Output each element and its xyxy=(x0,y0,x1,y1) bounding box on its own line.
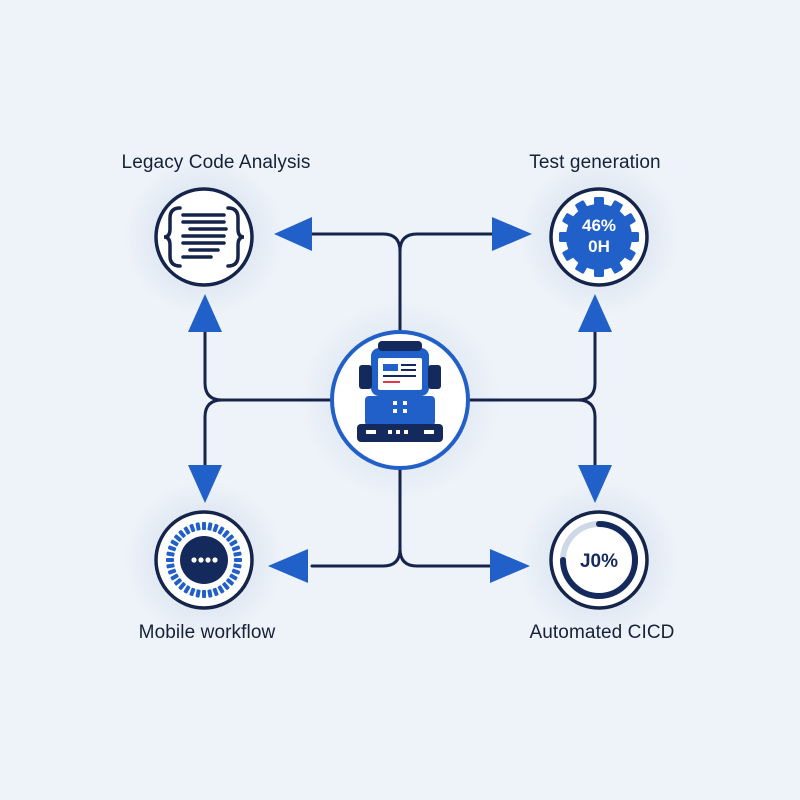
dial-tick xyxy=(167,568,177,575)
dial-tick xyxy=(226,578,234,586)
dial-tick xyxy=(207,589,213,598)
dial-tick xyxy=(234,558,242,562)
mobile-workflow-label: Mobile workflow xyxy=(138,622,276,643)
arrow-to-cicd xyxy=(490,549,530,583)
dial-tick xyxy=(174,578,182,586)
dial-tick xyxy=(207,522,213,531)
dial-tick xyxy=(212,587,219,597)
test-gen-value-1: 46% xyxy=(582,216,616,235)
dial-tick xyxy=(183,585,191,594)
arrow-to-test xyxy=(492,217,532,251)
dial-tick xyxy=(202,522,206,530)
legacy-code-label: Legacy Code Analysis xyxy=(121,152,311,173)
dial-tick xyxy=(170,539,179,547)
dial-tick xyxy=(233,563,242,569)
dots-dial-icon xyxy=(154,510,254,610)
arrow-to-legacy xyxy=(274,217,312,251)
arrow-to-mobile xyxy=(268,549,308,583)
dial-tick xyxy=(229,573,238,581)
test-generation-label: Test generation xyxy=(529,152,661,173)
robot-computer-icon xyxy=(330,330,470,470)
dial-tick xyxy=(229,539,238,547)
dial-tick xyxy=(195,589,201,598)
test-gen-value-2: 0H xyxy=(588,237,610,256)
dial-tick xyxy=(233,551,242,557)
dial-tick xyxy=(231,545,241,552)
gear-progress-icon: 46% 0H xyxy=(549,187,649,287)
automated-cicd-label: Automated CICD xyxy=(529,622,675,643)
dial-tick xyxy=(189,523,196,533)
dial-tick xyxy=(189,587,196,597)
dial-tick xyxy=(166,563,175,569)
arrow-up-legacy xyxy=(188,294,222,332)
arrow-down-mobile xyxy=(188,465,222,503)
dial-tick xyxy=(178,530,186,538)
dial-tick xyxy=(222,582,230,590)
cicd-value: J0% xyxy=(580,551,618,572)
dial-tick xyxy=(222,530,230,538)
dial-tick xyxy=(231,568,241,575)
dial-tick xyxy=(166,558,174,562)
dial-tick xyxy=(167,545,177,552)
code-document-icon xyxy=(154,187,254,287)
dial-tick xyxy=(217,526,225,535)
connector-lines xyxy=(203,232,597,568)
dial-tick xyxy=(212,523,219,533)
dial-tick xyxy=(226,534,234,542)
dial-tick xyxy=(202,590,206,598)
dial-tick xyxy=(195,522,201,531)
ring-percent-icon: J0% xyxy=(549,510,649,610)
dial-tick xyxy=(178,582,186,590)
dial-tick xyxy=(183,526,191,535)
dial-tick xyxy=(166,551,175,557)
arrow-down-cicd xyxy=(578,465,612,503)
arrow-up-test xyxy=(578,294,612,332)
dial-tick xyxy=(170,573,179,581)
dial-tick xyxy=(217,585,225,594)
dial-tick xyxy=(174,534,182,542)
arrowheads xyxy=(188,217,612,583)
